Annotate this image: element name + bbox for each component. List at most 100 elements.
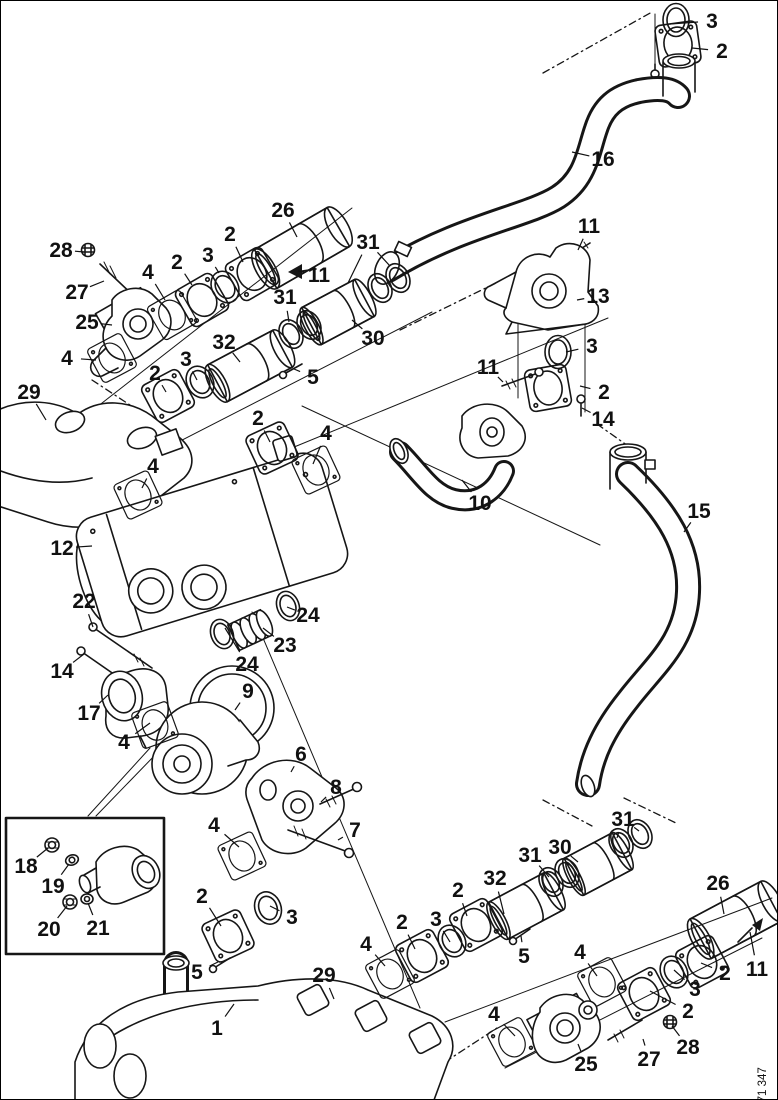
manifold-29-top	[0, 402, 192, 527]
callout-2: 2	[224, 223, 236, 246]
callout-leader-28	[75, 251, 84, 252]
callout-leader-5	[294, 369, 300, 372]
callout-27: 27	[65, 281, 88, 304]
callout-18: 18	[14, 855, 38, 878]
callout-11: 11	[308, 264, 331, 287]
callout-28: 28	[676, 1036, 700, 1059]
callout-2: 2	[452, 879, 464, 902]
callout-leader-31	[377, 252, 390, 266]
callout-31: 31	[356, 231, 380, 254]
callout-32: 32	[483, 867, 506, 890]
gasket-4	[575, 955, 629, 1009]
pipe-16	[370, 54, 695, 288]
callout-leader-16	[572, 152, 589, 156]
flange-2	[172, 270, 232, 330]
callout-leader-3	[443, 931, 450, 942]
callout-leader-2	[162, 385, 166, 392]
callout-5: 5	[307, 366, 319, 389]
callout-24: 24	[296, 604, 320, 627]
callout-leader-4	[225, 834, 239, 847]
callout-leader-6	[291, 766, 294, 772]
callout-3: 3	[286, 906, 298, 929]
callout-leader-7	[338, 837, 343, 840]
callout-leader-4	[135, 723, 150, 734]
callout-27: 27	[637, 1048, 660, 1071]
callout-leader-3	[192, 371, 197, 380]
callout-leader-24	[287, 607, 295, 610]
callout-leader-17	[99, 695, 108, 703]
bolt-5	[210, 958, 231, 973]
callout-17: 17	[77, 702, 100, 725]
callout-leader-22	[89, 614, 93, 627]
callout-leader-26	[289, 222, 297, 237]
callout-leader-30	[571, 856, 578, 862]
bolt-11-arrow	[288, 264, 316, 279]
callout-leader-27	[643, 1039, 645, 1046]
callout-leader-10	[462, 480, 471, 492]
callout-leader-3	[215, 267, 219, 273]
callout-leader-11	[298, 271, 305, 272]
callout-leader-29	[329, 988, 334, 999]
callout-11: 11	[578, 215, 601, 238]
callout-21: 21	[86, 917, 110, 940]
o-ring-24	[205, 615, 239, 653]
callout-2: 2	[196, 885, 208, 908]
callout-11: 11	[746, 958, 769, 981]
callout-2: 2	[171, 251, 183, 274]
elbow-25-bottom	[527, 993, 600, 1062]
callout-leader-9	[235, 703, 240, 710]
callout-leader-2	[580, 386, 590, 389]
callout-leader-2	[185, 274, 192, 285]
callout-leader-4	[155, 284, 165, 300]
callout-2: 2	[149, 362, 161, 385]
callout-31: 31	[611, 808, 635, 831]
part-number: 371 347	[757, 1067, 769, 1100]
callout-4: 4	[208, 814, 220, 837]
callout-7: 7	[349, 819, 361, 842]
callout-25: 25	[75, 311, 99, 334]
callout-leader-4	[375, 955, 385, 966]
callout-leader-8	[321, 797, 326, 802]
callout-16: 16	[591, 148, 614, 171]
hose-10	[386, 404, 525, 500]
callout-leader-5	[521, 936, 522, 942]
callout-3: 3	[202, 244, 214, 267]
callout-2: 2	[396, 911, 408, 934]
callout-1: 1	[211, 1017, 223, 1040]
callout-leader-11	[578, 239, 583, 250]
callout-leader-2	[408, 935, 415, 949]
callout-leader-14	[582, 408, 591, 413]
callout-leader-1	[225, 1004, 234, 1017]
callout-leader-4	[142, 479, 147, 488]
callout-leader-4	[504, 1024, 515, 1036]
callout-3: 3	[430, 908, 442, 931]
bolt-8	[320, 783, 362, 808]
inset-detail-box	[6, 818, 165, 954]
bolt-22	[89, 623, 152, 668]
callout-20: 20	[37, 918, 60, 941]
callout-leader-5	[210, 962, 218, 966]
elbow-25-top	[91, 288, 171, 377]
callout-leader-4	[81, 359, 96, 360]
callout-31: 31	[273, 286, 297, 309]
callout-4: 4	[147, 455, 159, 478]
callout-leader-3	[270, 906, 279, 911]
callout-leader-3	[670, 22, 698, 24]
callout-25: 25	[574, 1053, 598, 1076]
callout-leader-31	[634, 827, 639, 831]
callout-leader-4	[313, 446, 321, 464]
callout-leader-15	[684, 522, 691, 532]
callout-leader-2	[701, 963, 712, 968]
callout-14: 14	[50, 660, 74, 683]
flange-2	[522, 362, 574, 414]
callout-4: 4	[360, 933, 372, 956]
callout-2: 2	[719, 962, 731, 985]
elbow-17	[96, 667, 168, 748]
callout-leader-3	[674, 970, 685, 980]
callout-29: 29	[17, 381, 40, 404]
pipe-26-bottom	[681, 876, 778, 964]
callout-leader-31	[539, 866, 549, 877]
callout-10: 10	[468, 492, 491, 515]
